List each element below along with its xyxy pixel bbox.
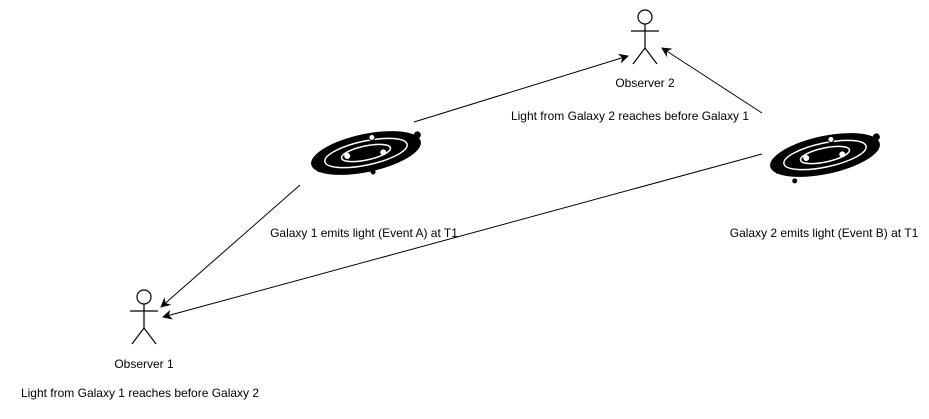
observer-1-note: Light from Galaxy 1 reaches before Galax… <box>21 386 259 400</box>
arrow-galaxy1-to-observer2 <box>413 53 629 123</box>
arrow-galaxy2-to-observer1 <box>162 153 763 320</box>
galaxy-2-caption: Galaxy 2 emits light (Event B) at T1 <box>730 226 919 240</box>
galaxy-1-spiral-galaxy-icon <box>311 131 421 175</box>
observer-2-label: Observer 2 <box>615 76 675 90</box>
observer-1-label: Observer 1 <box>114 357 174 371</box>
observer-1-stick-figure-icon <box>130 289 158 345</box>
galaxy-1-caption: Galaxy 1 emits light (Event A) at T1 <box>270 226 458 240</box>
observer-2-stick-figure-icon <box>631 9 659 65</box>
observer-2-note: Light from Galaxy 2 reaches before Galax… <box>511 109 749 123</box>
galaxy-2-spiral-galaxy-icon <box>770 133 880 184</box>
arrow-galaxy1-to-observer1 <box>160 184 301 308</box>
arrow-galaxy2-to-observer2 <box>661 47 763 114</box>
